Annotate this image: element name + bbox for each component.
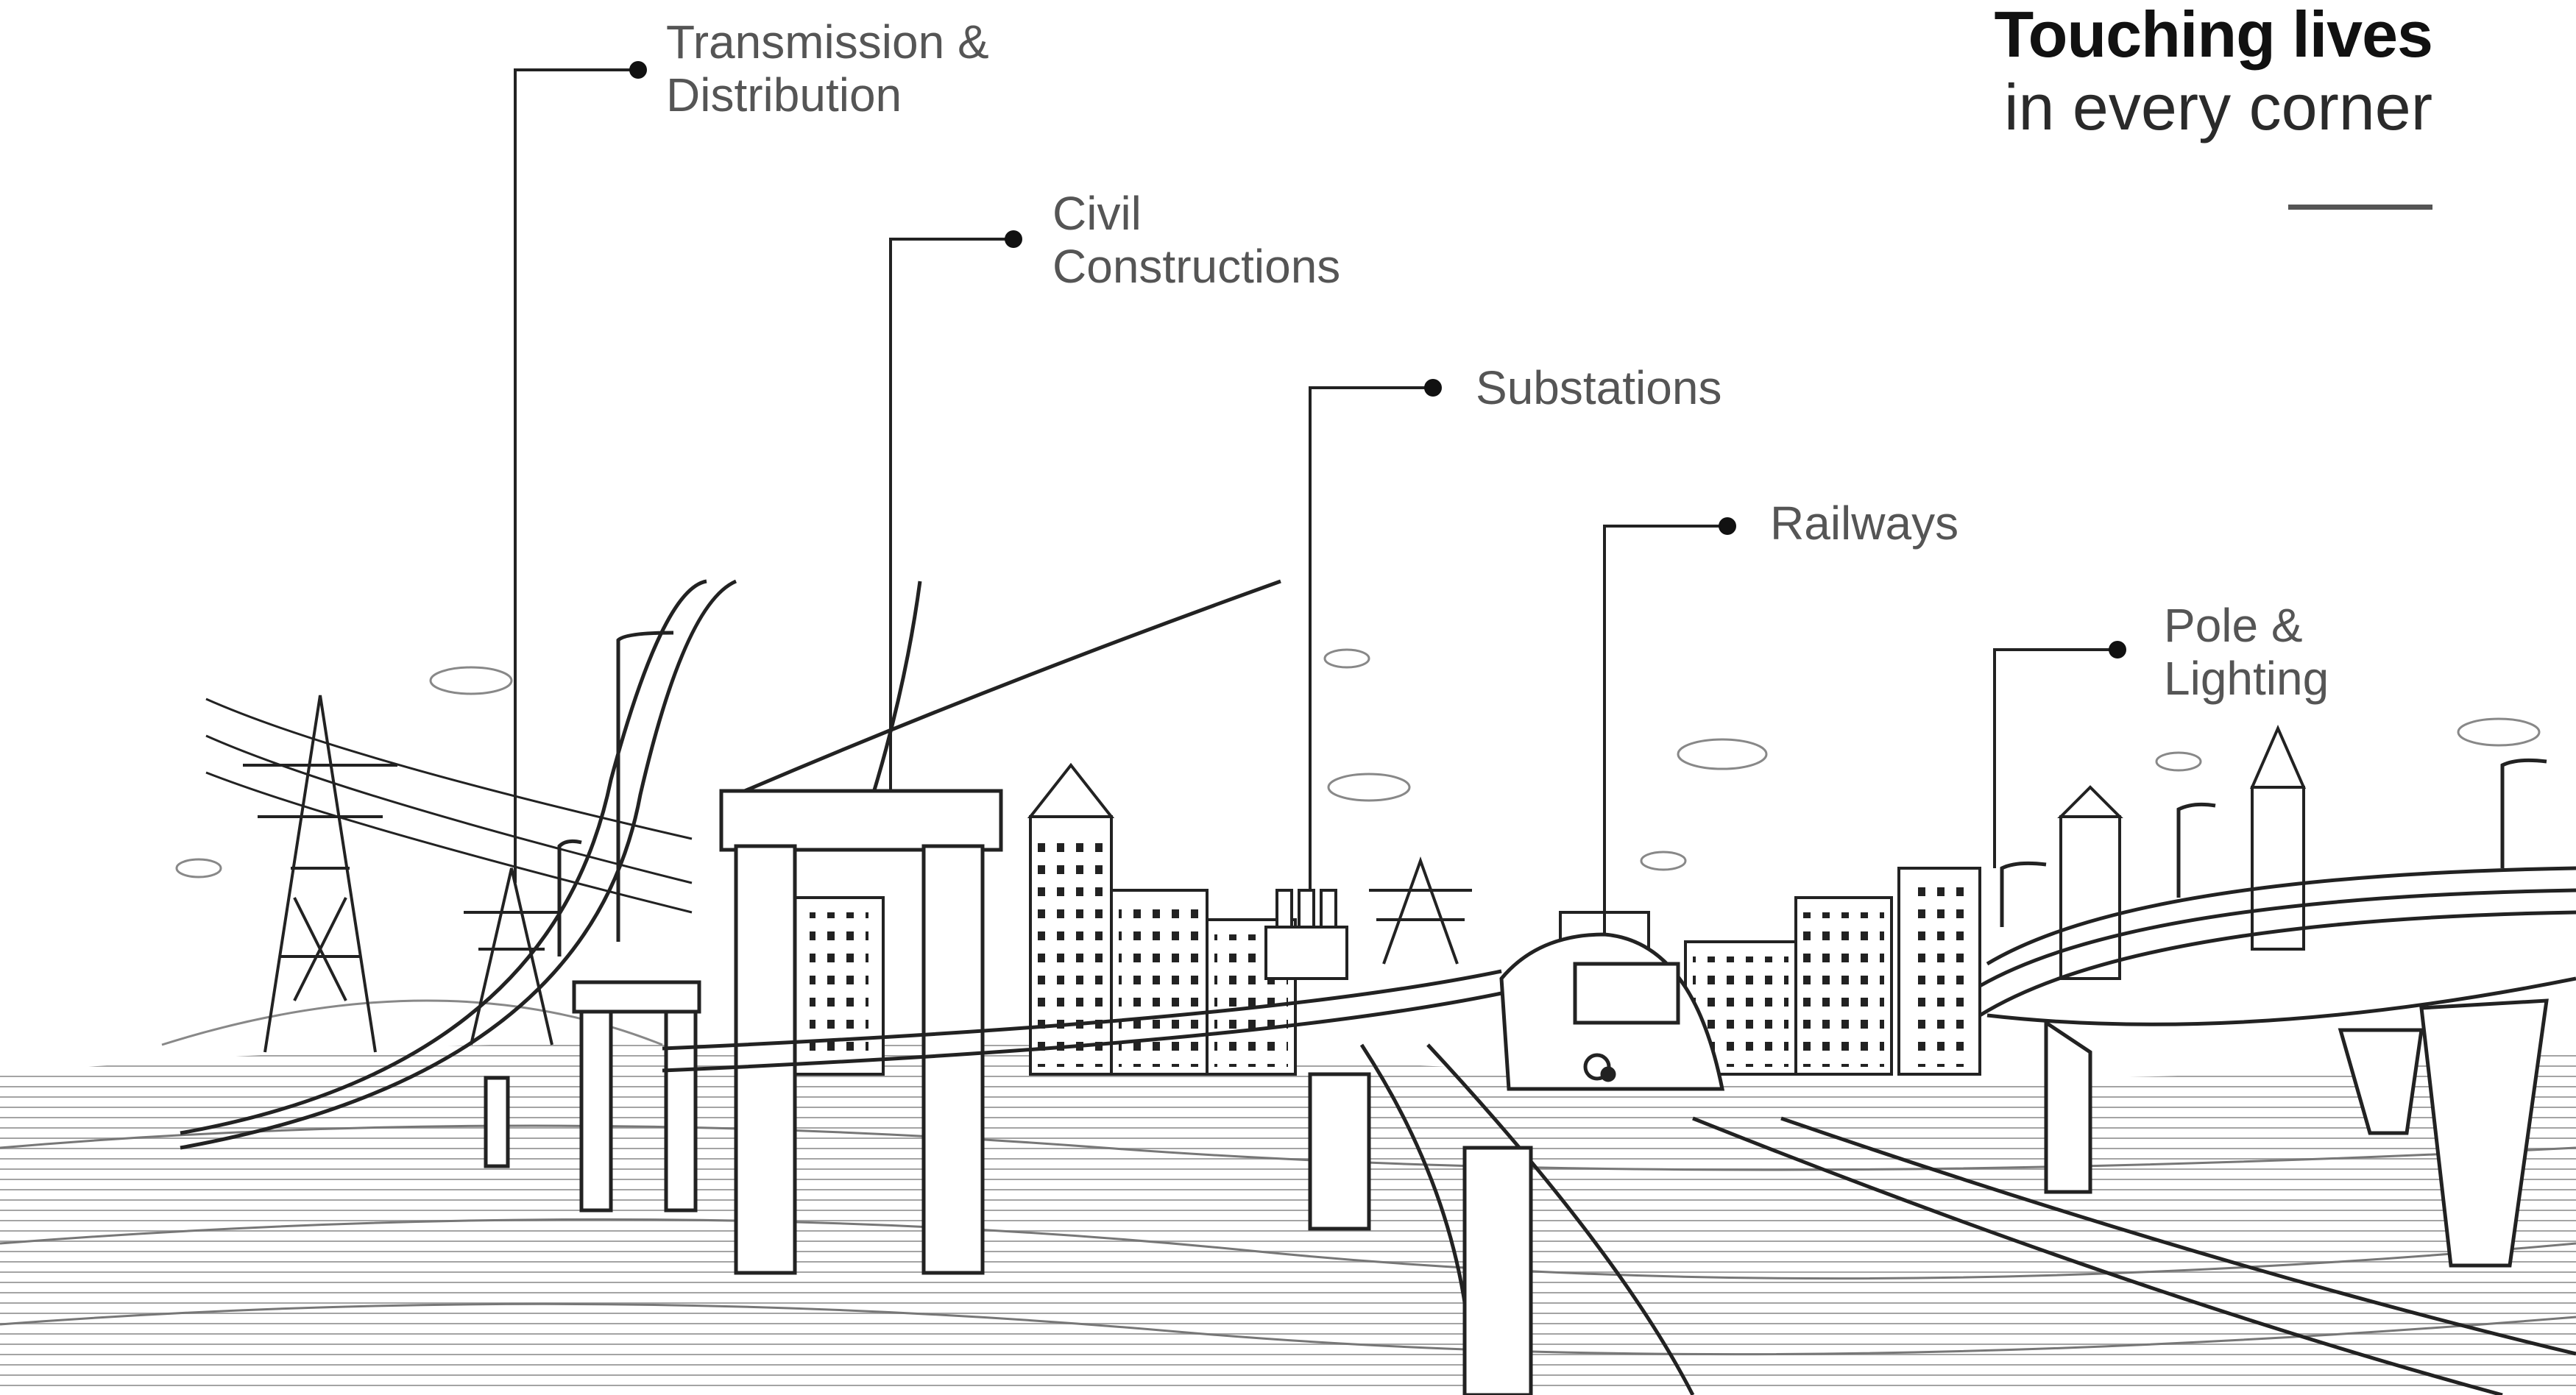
leader-transmission bbox=[514, 68, 634, 883]
clouds bbox=[175, 648, 2541, 878]
callout-railways: Railways bbox=[1770, 497, 1959, 550]
leader-railways bbox=[1603, 525, 1726, 934]
callout-transmission-distribution: Transmission & Distribution bbox=[666, 15, 989, 121]
ground-lines bbox=[0, 999, 2576, 1395]
callout-leaders bbox=[514, 68, 2116, 934]
dot-civil bbox=[1005, 230, 1022, 248]
flyover-bridge bbox=[180, 579, 1281, 1275]
heading-line-1: Touching lives bbox=[1994, 0, 2433, 71]
substation-illustration bbox=[1264, 856, 1472, 980]
streetlights bbox=[557, 631, 674, 956]
elevated-road bbox=[1978, 758, 2576, 1268]
dot-pole bbox=[2109, 641, 2126, 659]
callout-pole-lighting: Pole & Lighting bbox=[2164, 599, 2329, 705]
city-skyline bbox=[793, 725, 2307, 1076]
heading-line-2: in every corner bbox=[2003, 70, 2432, 143]
dot-substations bbox=[1424, 379, 1442, 397]
dot-railways bbox=[1719, 517, 1736, 535]
leader-substations bbox=[1309, 386, 1432, 890]
page-heading: Touching lives in every corner bbox=[1994, 0, 2433, 143]
dot-transmission bbox=[629, 61, 647, 79]
railway-illustration bbox=[662, 932, 2576, 1395]
leader-pole bbox=[1993, 648, 2116, 868]
callout-civil-constructions: Civil Constructions bbox=[1052, 187, 1341, 293]
callout-dots bbox=[629, 61, 2126, 659]
heading-underline bbox=[2288, 205, 2432, 210]
leader-civil bbox=[889, 238, 1012, 791]
callout-substations: Substations bbox=[1476, 361, 1722, 414]
